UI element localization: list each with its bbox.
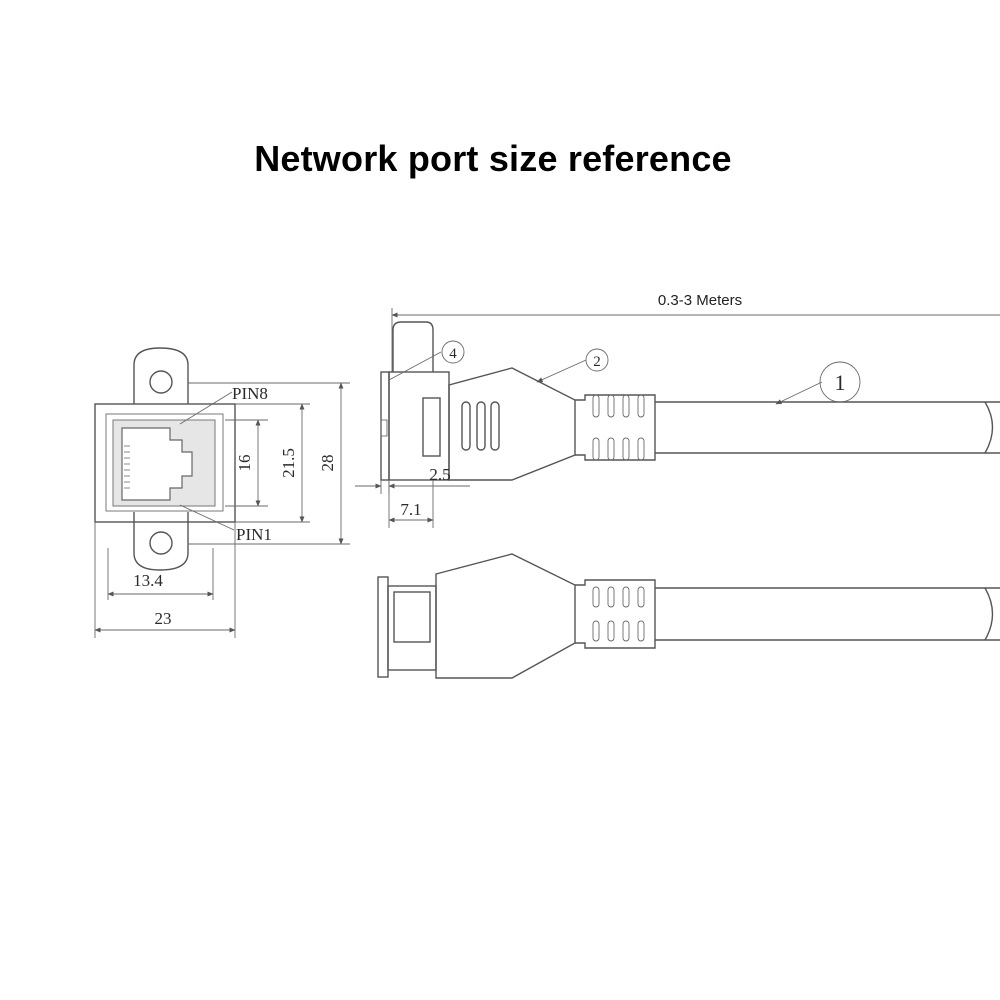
callout-1-label: 1 (835, 370, 846, 395)
dimension-extensions (188, 382, 350, 545)
pin1-leader (179, 504, 235, 531)
callout-1-circle (819, 361, 861, 403)
flange-thickness-label: 2.5 (429, 465, 450, 484)
plug-strain-relief (575, 579, 656, 649)
pin8-label: PIN8 (232, 384, 268, 403)
cable-cut-top (984, 401, 994, 454)
rj45-socket-icon (121, 427, 193, 501)
opening-width-label: 13.4 (133, 571, 163, 590)
screw-plate-slot (380, 419, 388, 437)
flange-tab (392, 321, 434, 372)
cable-top (655, 401, 1000, 454)
side-view-top: 0.3-3 Meters (355, 292, 1000, 528)
flange-height-label: 28 (318, 455, 337, 472)
shell-window (422, 397, 441, 457)
callout-4-circle (441, 340, 465, 364)
callout-2-label: 2 (593, 354, 601, 370)
shell-depth-label: 7.1 (400, 500, 421, 519)
cable-cut-bottom (984, 587, 994, 641)
plug-strain-relief-slots (592, 586, 645, 642)
callout-2-leader (536, 359, 587, 383)
jack-body (94, 403, 236, 523)
plug-shell (387, 585, 437, 671)
strain-relief (575, 394, 656, 461)
callout-4-label: 4 (449, 346, 457, 362)
boot-shape (448, 367, 576, 481)
screw-plate (380, 371, 390, 481)
bottom-screw-hole (149, 531, 173, 555)
pin8-leader (179, 391, 233, 425)
jack-inner-frame (105, 413, 224, 512)
strain-relief-slots (592, 394, 645, 461)
opening-height-label: 16 (235, 455, 254, 472)
plug-face-plate (377, 576, 389, 678)
plug-latch-window (393, 591, 431, 643)
body-height-label: 21.5 (279, 448, 298, 478)
side-view-bottom (377, 553, 1000, 679)
pin1-label: PIN1 (236, 525, 272, 544)
flange-outline (133, 347, 189, 571)
socket-pins (124, 445, 130, 489)
callout-4-leader (388, 351, 442, 381)
boot-ribs (461, 401, 500, 451)
plug-boot (435, 553, 576, 679)
page-title: Network port size reference (254, 138, 732, 179)
callout-1-leader (775, 381, 823, 405)
flange-width-label: 23 (155, 609, 172, 628)
cable-length-label: 0.3-3 Meters (658, 292, 742, 309)
cable-bottom (655, 587, 1000, 641)
front-view: PIN8 PIN1 16 21.5 28 13 (94, 347, 350, 638)
top-screw-hole (149, 370, 173, 394)
callout-2-circle (585, 348, 609, 372)
